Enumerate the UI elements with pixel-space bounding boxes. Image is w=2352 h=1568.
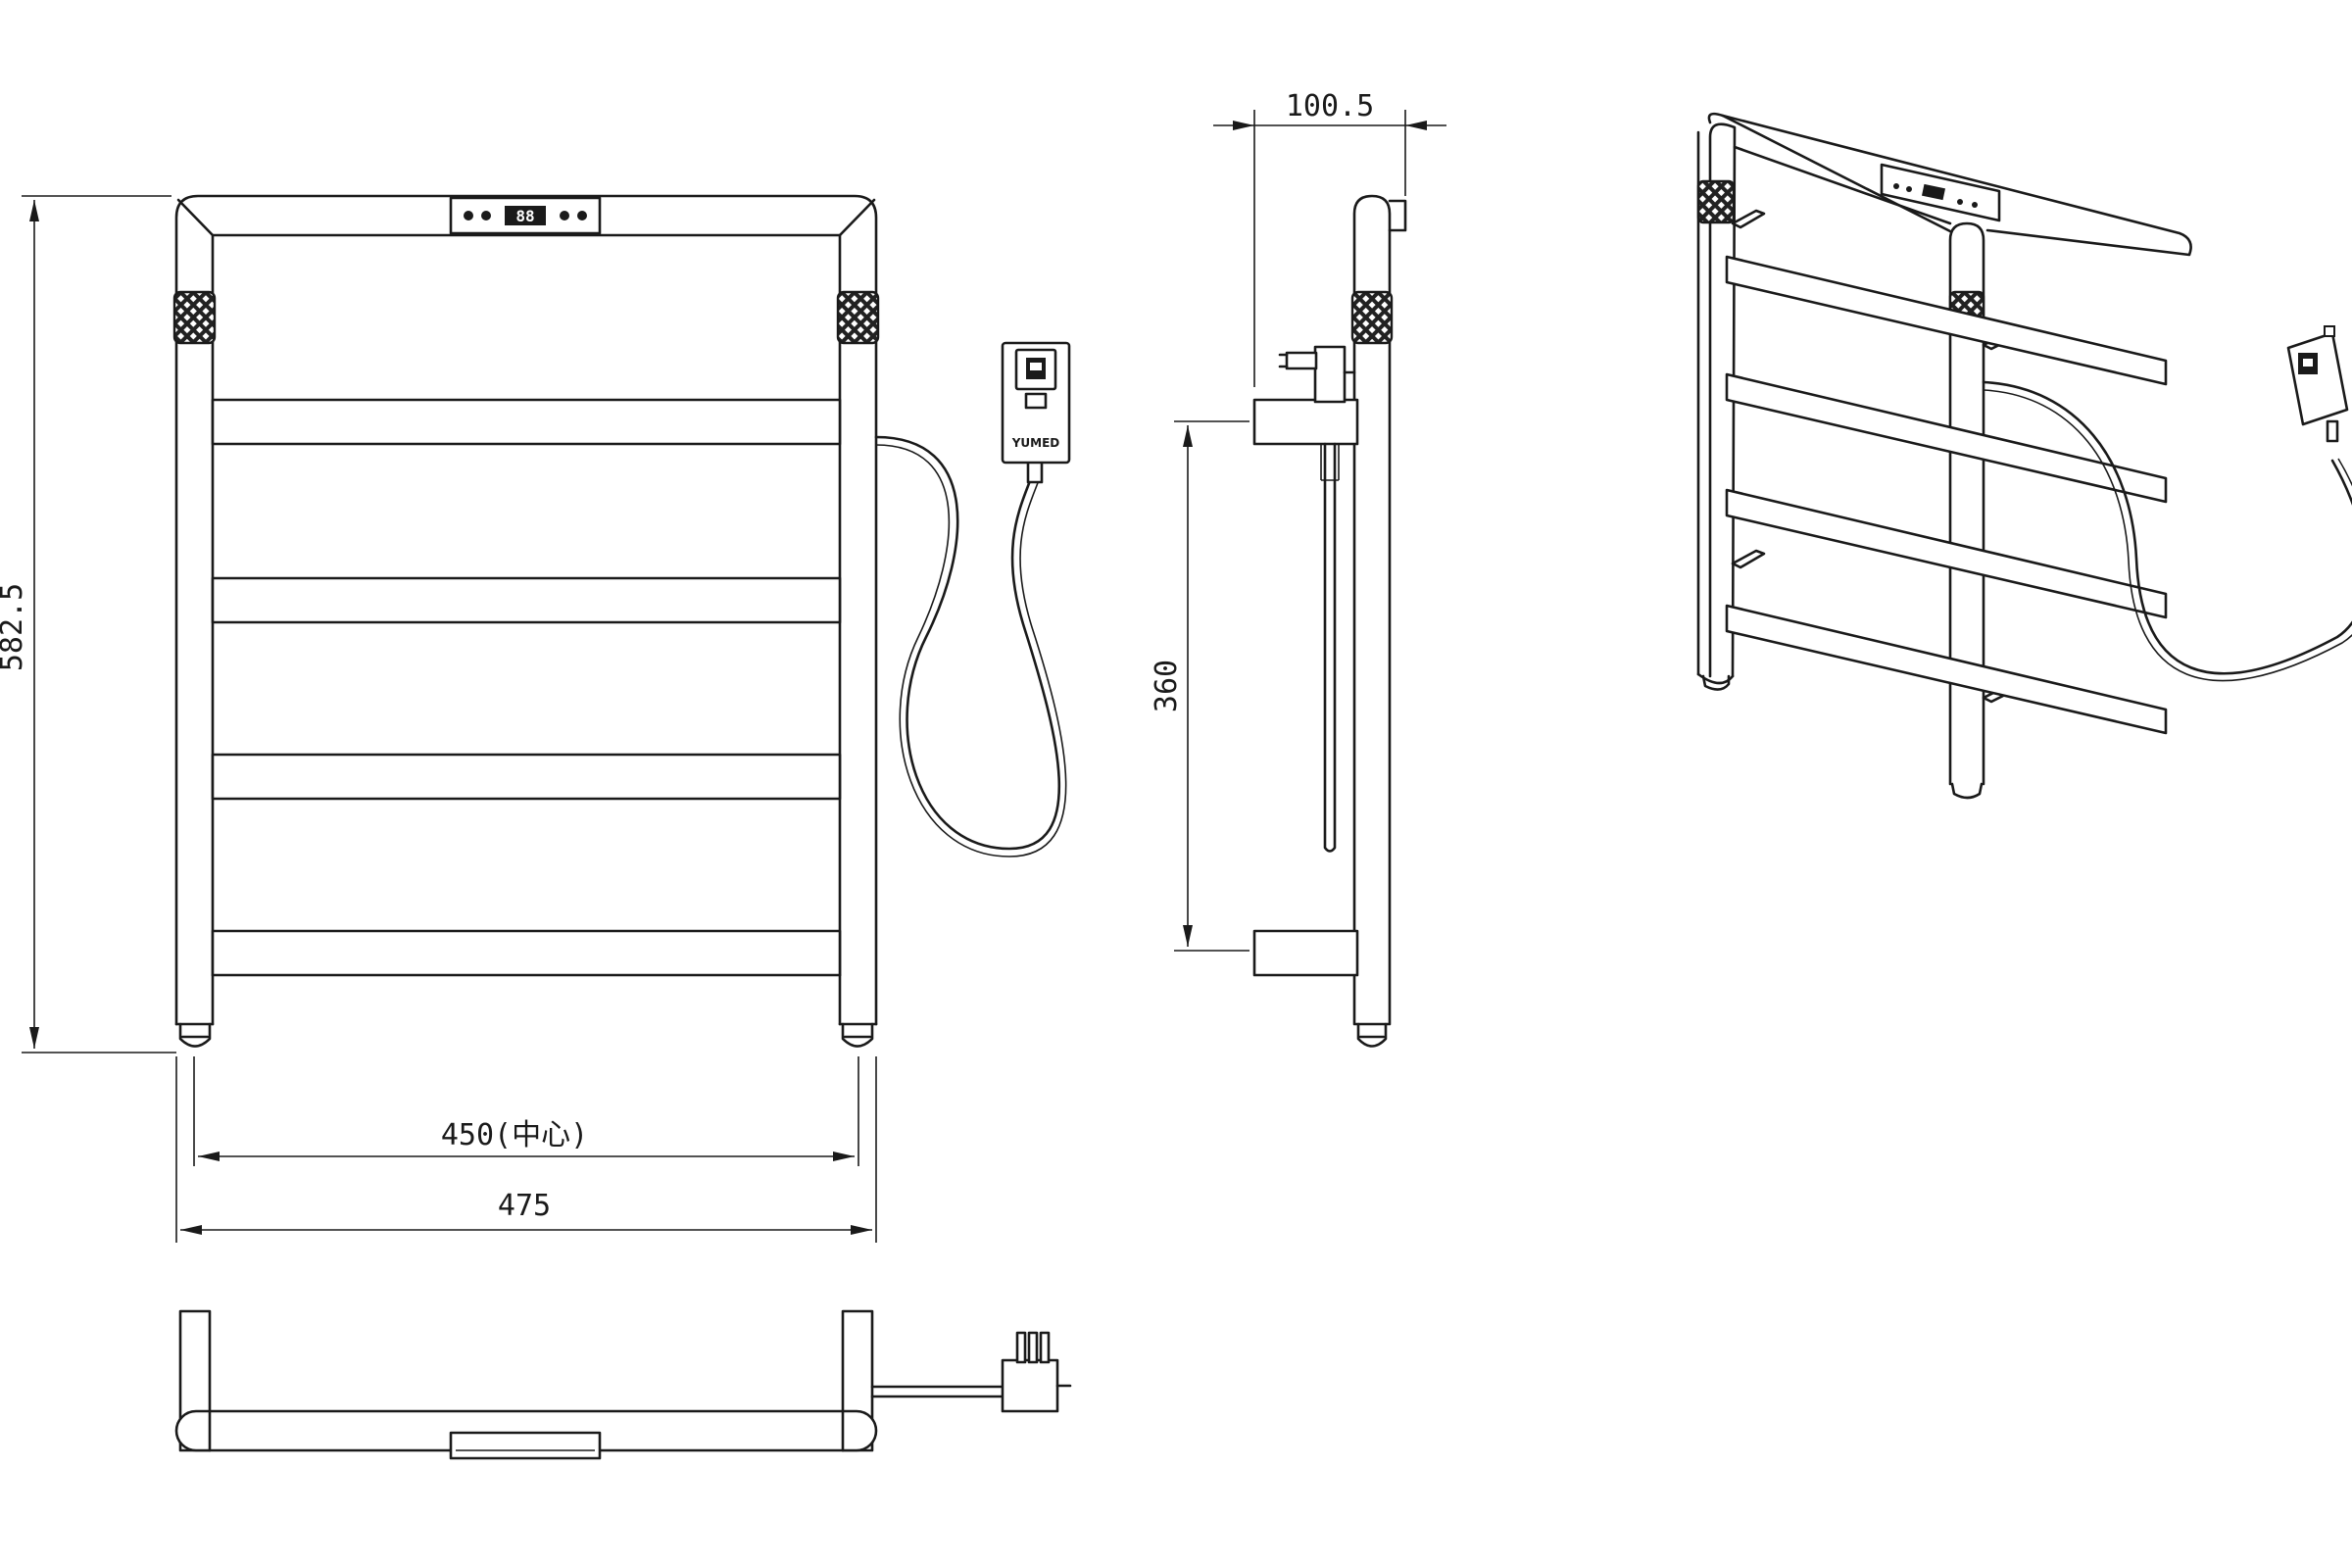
right-knurl-collar (836, 290, 880, 345)
towel-bar-2 (211, 576, 842, 624)
height-dimension: 582.5 (0, 195, 176, 1054)
wall-plug: YUMED (1001, 341, 1071, 465)
bracket-spacing-dimension: 360 (1150, 420, 1250, 952)
towel-bar-4 (211, 929, 842, 977)
iso-plug (2286, 325, 2349, 443)
center-distance-label: 450(中心) (441, 1118, 588, 1152)
towel-bar-3 (211, 753, 842, 801)
iso-bar-2 (1725, 372, 2168, 504)
heating-rod (1323, 442, 1337, 853)
wall-offset-dimension: 100.5 (1213, 89, 1446, 387)
height-dimension-label: 582.5 (0, 583, 29, 671)
iso-left-post (1708, 122, 1737, 678)
wall-offset-label: 100.5 (1286, 89, 1374, 123)
bracket-spacing-label: 360 (1150, 660, 1184, 712)
side-upright (1352, 194, 1392, 1026)
top-control-panel (449, 1431, 602, 1460)
iso-top-rail (1707, 112, 2192, 257)
control-display: 88 (515, 207, 534, 225)
towel-bar-1 (211, 398, 842, 446)
front-view: 88 YUMED (172, 194, 1071, 1048)
total-width-label: 475 (498, 1189, 551, 1223)
iso-control-panel (1880, 163, 2001, 222)
left-foot (178, 1022, 212, 1048)
iso-left-knurl (1696, 179, 1736, 224)
isometric-view (1696, 112, 2352, 800)
iso-right-post (1948, 221, 1985, 786)
side-view (1252, 194, 1407, 1048)
top-plug (1001, 1331, 1072, 1413)
total-width-dimension: 475 (175, 1056, 877, 1243)
center-distance-dimension: 450(中心) (193, 1056, 859, 1166)
plug-brand-label: YUMED (1011, 436, 1060, 450)
lower-wall-bracket (1252, 929, 1359, 977)
iso-bar-4 (1725, 604, 2168, 735)
control-panel: 88 (449, 196, 602, 235)
iso-power-cord (1982, 380, 2352, 675)
side-plug (1278, 345, 1356, 404)
iso-bar-1 (1725, 255, 2168, 386)
right-foot (841, 1022, 874, 1048)
power-cord (874, 435, 1060, 851)
left-knurl-collar (172, 290, 217, 345)
top-view (174, 1309, 1072, 1460)
side-knurl-collar (1350, 290, 1394, 345)
upper-wall-bracket (1252, 398, 1359, 446)
iso-bar-3 (1725, 488, 2168, 619)
frame-outline (174, 194, 878, 1026)
